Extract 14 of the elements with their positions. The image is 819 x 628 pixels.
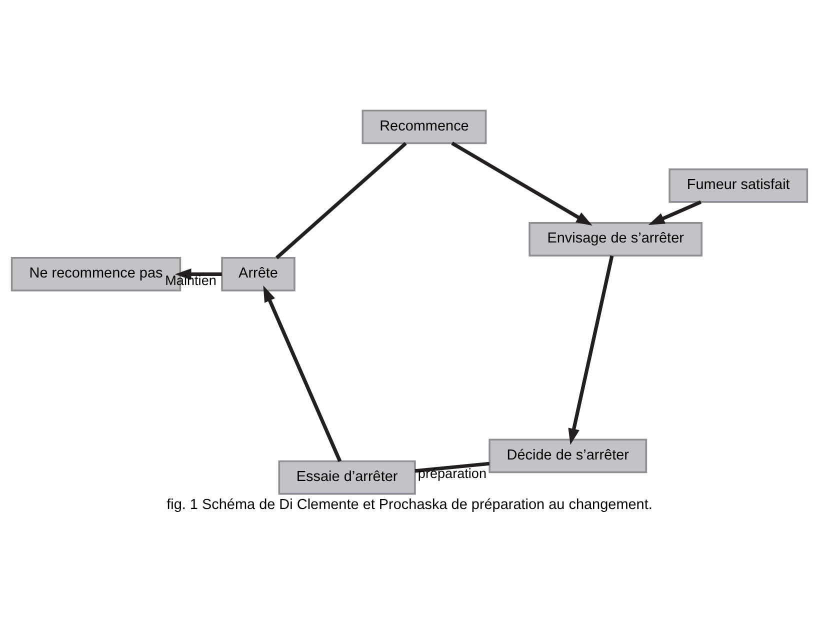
connector [275, 142, 407, 260]
node-box: Arrête [221, 257, 296, 292]
node-box: Essaie d’arrêter [278, 460, 416, 495]
edge-label: préparation [418, 466, 487, 482]
arrow [263, 286, 342, 462]
connector [414, 462, 490, 473]
arrow [451, 142, 592, 226]
node-box: Fumeur satisfait [668, 168, 808, 203]
caption: fig. 1 Schéma de Di Clemente et Prochaska de préparation au changement. [166, 497, 652, 514]
node-box: Envisage de s’arrêter [528, 222, 702, 256]
arrow [568, 256, 614, 445]
node-box: Décide de s’arrêter [488, 438, 648, 474]
arrow [648, 200, 702, 225]
node-box: Recommence [362, 110, 487, 144]
